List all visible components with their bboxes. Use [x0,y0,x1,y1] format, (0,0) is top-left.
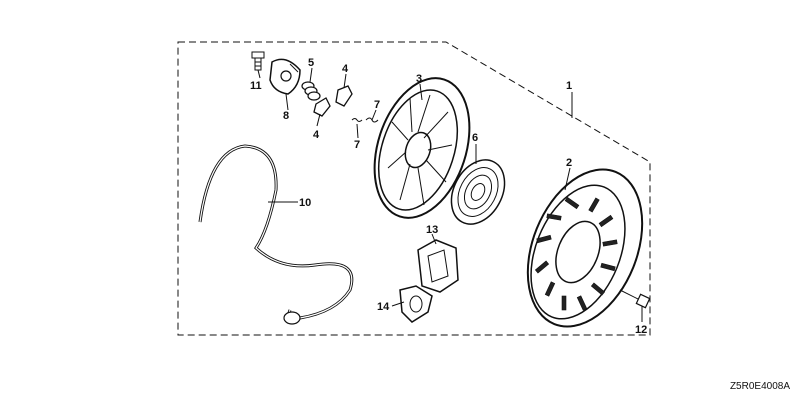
callout-11: 11 [250,80,262,92]
callout-4-lower: 4 [313,129,320,141]
callout-10: 10 [299,197,311,209]
part-5-spring[interactable] [301,81,321,101]
part-11-bolt[interactable] [251,51,265,71]
callout-13: 13 [426,224,438,236]
callout-12: 12 [635,324,647,336]
callout-7-lower: 7 [354,139,360,151]
callout-4-upper: 4 [342,63,349,75]
callout-14: 14 [377,301,390,313]
part-10-starter-rope[interactable] [198,144,354,325]
part-2-starter-case[interactable] [506,152,664,343]
callout-7-upper: 7 [374,99,380,111]
callout-8: 8 [283,110,289,122]
part-7-spring-left[interactable] [351,118,363,122]
diagram-code: Z5R0E4008A [730,381,790,392]
callout-1: 1 [566,80,572,92]
part-12-flange-bolt[interactable] [619,289,651,309]
callout-6: 6 [472,132,478,144]
callout-5: 5 [308,57,314,69]
part-14-rope-guide[interactable] [399,285,433,323]
part-6-recoil-spring[interactable] [441,151,515,234]
assembly-boundary [177,41,651,336]
callout-2: 2 [566,157,572,169]
part-8-ratchet-plate[interactable] [269,58,301,95]
leader-lines [257,67,643,322]
part-13-starter-grip[interactable] [417,239,459,293]
part-3-reel[interactable] [358,66,486,230]
callout-3: 3 [416,73,422,85]
part-4-ratchet-upper[interactable] [335,85,353,107]
part-4-ratchet-lower[interactable] [313,97,331,117]
